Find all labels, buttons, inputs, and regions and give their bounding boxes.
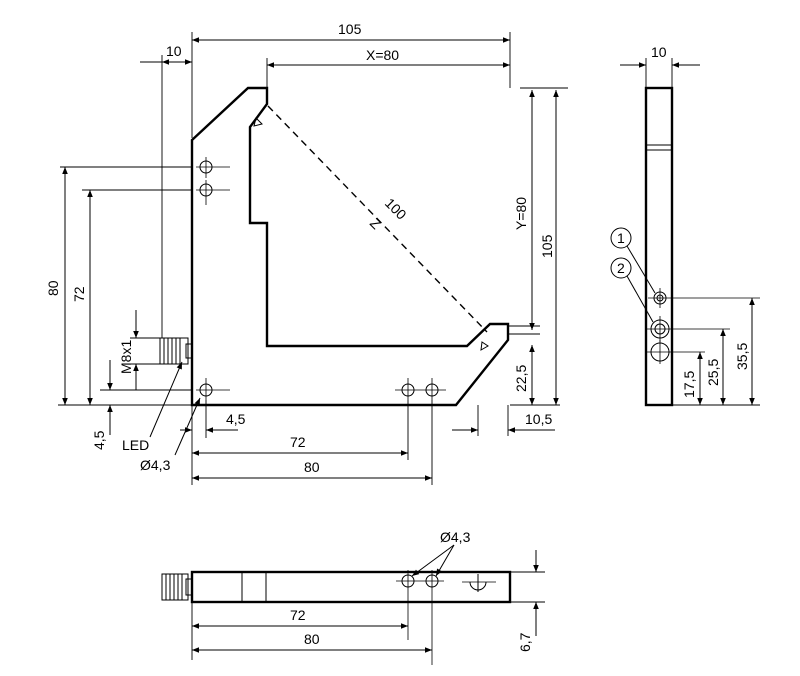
dim-left-offset: 10 [166, 43, 182, 59]
dim-hole-spacing-72: 72 [290, 434, 306, 450]
bottom-lens [462, 574, 496, 592]
bottom-hole [396, 570, 420, 640]
dim-diagonal: 100 [382, 195, 410, 223]
bottom-hole [420, 570, 444, 665]
svg-text:2: 2 [617, 260, 625, 276]
dim-bottom-offset: 4,5 [91, 430, 107, 450]
dim-bottom-80: 80 [304, 631, 320, 647]
emitter-lens-icon [646, 316, 730, 342]
dim-emitter-height: 22,5 [513, 365, 529, 392]
m8-connector-icon [159, 337, 193, 365]
front-view [159, 86, 540, 407]
mounting-hole [196, 378, 230, 400]
dim-bottom-72: 72 [290, 607, 306, 623]
dim-hole-diameter-front: Ø4,3 [140, 457, 171, 473]
dim-gap-x: X=80 [366, 47, 399, 63]
dim-top-width: 105 [338, 21, 362, 37]
emitter-marker [253, 117, 263, 127]
dim-left-height-72: 72 [71, 286, 87, 302]
dim-side-17-5: 17,5 [681, 371, 697, 398]
dim-side-35-5: 35,5 [734, 343, 750, 370]
front-view-edge [508, 325, 540, 335]
svg-text:1: 1 [617, 230, 625, 246]
dim-gap-y: Y=80 [513, 197, 529, 230]
callout-1: 1 [610, 227, 656, 294]
front-dimensions: 105 10 X=80 100 Z Y=80 105 22,5 10,5 80 [45, 21, 568, 485]
dim-hole-spacing-80: 80 [304, 459, 320, 475]
dim-hole-offset-x: 4,5 [226, 411, 246, 427]
dim-right-height: 105 [539, 234, 555, 258]
light-beam-z [267, 105, 488, 333]
callout-2: 2 [610, 257, 654, 323]
beam-z-label: Z [367, 215, 385, 233]
side-view-outline [644, 86, 674, 407]
dim-thickness: 6,7 [517, 632, 533, 652]
mounting-hole [420, 378, 446, 400]
dim-side-width: 10 [651, 44, 667, 60]
front-view-outline [190, 86, 510, 407]
mounting-hole [395, 378, 420, 400]
bottom-connector-icon [161, 573, 193, 601]
side-view: 1 2 10 17,5 25,5 35,5 [610, 44, 760, 407]
led-label: LED [122, 437, 149, 453]
bottom-view: Ø4,3 72 80 6,7 [161, 529, 545, 665]
receiver-marker [480, 341, 489, 351]
dim-bottom-hole-diameter: Ø4,3 [440, 529, 471, 545]
dim-side-25-5: 25,5 [705, 359, 721, 386]
dim-emitter-offset: 10,5 [525, 411, 552, 427]
receiver-lens-icon [648, 288, 760, 308]
bottom-view-outline [190, 570, 512, 604]
mounting-hole [196, 157, 230, 178]
dim-left-height-80: 80 [45, 280, 61, 296]
dim-connector: M8x1 [118, 340, 134, 374]
side-mounting-hole [646, 340, 705, 364]
mounting-hole [196, 180, 230, 205]
